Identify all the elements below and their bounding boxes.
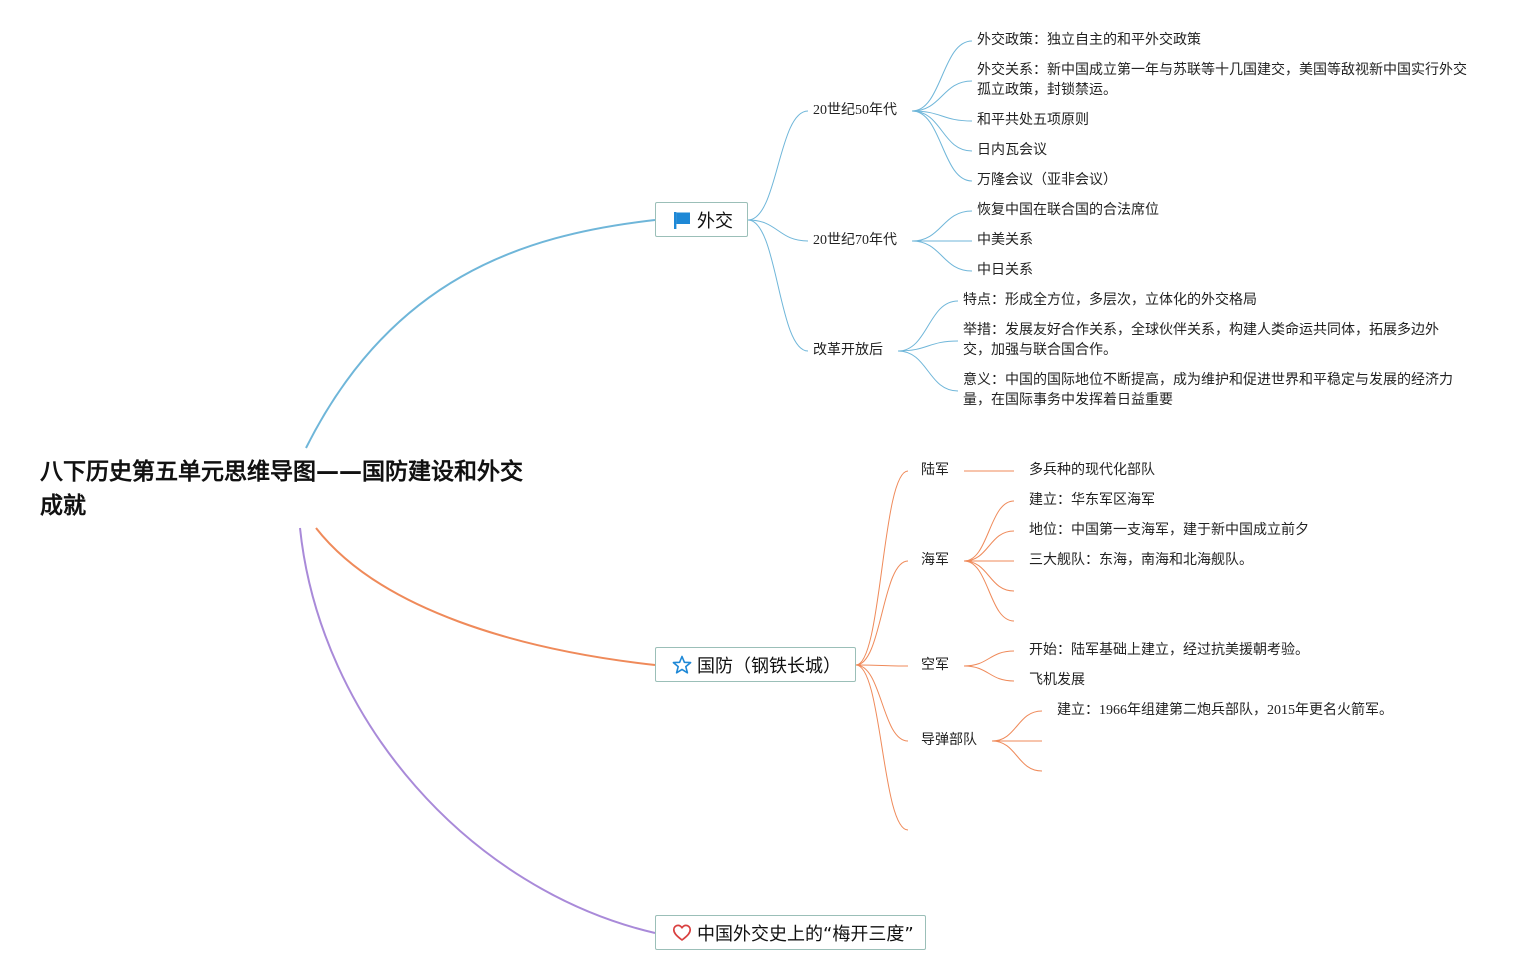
leaf-reform-feature[interactable]: 特点：形成全方位，多层次，立体化的外交格局: [963, 293, 1257, 308]
edge-defense-topic-0: [855, 470, 909, 666]
blue-star-icon: [672, 655, 692, 675]
edge-defense-topic-2: [855, 664, 909, 667]
leaf-army-modern[interactable]: 多兵种的现代化部队: [1029, 463, 1155, 478]
leaf-1950s-geneva[interactable]: 日内瓦会议: [977, 143, 1047, 158]
topic-reform[interactable]: 改革开放后: [813, 343, 883, 358]
edge-1950s-leaf-0: [911, 40, 973, 112]
leaf-1950s-relations[interactable]: 外交关系：新中国成立第一年与苏联等十几国建交，美国等敌视新中国实行外交孤立政策，…: [977, 63, 1467, 98]
node-plum[interactable]: 中国外交史上的“梅开三度”: [655, 915, 926, 950]
leaf-1970s-us[interactable]: 中美关系: [977, 233, 1033, 248]
topic-1950s[interactable]: 20世纪50年代: [813, 103, 897, 118]
edge-root-diplomacy: [305, 219, 656, 449]
leaf-navy-founding[interactable]: 建立：华东军区海军: [1029, 493, 1155, 508]
edge-1950s-leaf-3: [911, 110, 973, 152]
leaf-missile-founding[interactable]: 建立：1966年组建第二炮兵部队，2015年更名火箭军。: [1057, 703, 1393, 718]
edge-1970s-leaf-0: [911, 210, 973, 242]
leaf-1950s-policy[interactable]: 外交政策：独立自主的和平外交政策: [977, 33, 1201, 48]
leaf-1950s-bandung[interactable]: 万隆会议（亚非会议）: [977, 173, 1117, 188]
edge-reform-leaf-2: [897, 350, 959, 392]
topic-missile[interactable]: 导弹部队: [921, 733, 977, 748]
edge-1950s-leaf-2: [911, 110, 973, 122]
topic-navy[interactable]: 海军: [921, 553, 949, 568]
leaf-1950s-five-principles[interactable]: 和平共处五项原则: [977, 113, 1089, 128]
edge-defense-topic-1: [855, 560, 909, 666]
topic-army[interactable]: 陆军: [921, 463, 949, 478]
blue-flag-icon: [672, 210, 692, 230]
leaf-1970s-un-seat[interactable]: 恢复中国在联合国的合法席位: [977, 203, 1159, 218]
leaf-airforce-aircraft[interactable]: 飞机发展: [1029, 673, 1085, 688]
leaf-navy-status[interactable]: 地位：中国第一支海军，建于新中国成立前夕: [1029, 523, 1309, 538]
edge-1970s-leaf-2: [911, 240, 973, 272]
edge-1950s-leaf-4: [911, 110, 973, 182]
edge-airforce-leaf-1: [963, 665, 1015, 682]
edge-navy-leaf-3: [963, 560, 1015, 592]
edge-missile-leaf-0: [991, 710, 1043, 742]
node-diplomacy[interactable]: 外交: [655, 202, 748, 237]
edge-reform-leaf-0: [897, 300, 959, 352]
leaf-navy-fleets[interactable]: 三大舰队：东海，南海和北海舰队。: [1029, 553, 1253, 568]
edge-root-defense: [315, 527, 656, 666]
edge-missile-leaf-2: [991, 740, 1043, 772]
leaf-airforce-start[interactable]: 开始：陆军基础上建立，经过抗美援朝考验。: [1029, 643, 1309, 658]
topic-airforce[interactable]: 空军: [921, 658, 949, 673]
node-defense[interactable]: 国防（钢铁长城）: [655, 647, 856, 682]
edge-airforce-leaf-0: [963, 650, 1015, 667]
edge-root-plum: [299, 527, 656, 934]
red-heart-icon: [672, 923, 692, 943]
edge-navy-leaf-4: [963, 560, 1015, 622]
root-title: 八下历史第五单元思维导图——国防建设和外交成就: [40, 459, 523, 519]
topic-1970s[interactable]: 20世纪70年代: [813, 233, 897, 248]
edge-diplomacy-reform: [747, 219, 809, 352]
edge-navy-leaf-1: [963, 530, 1015, 562]
edge-diplomacy-1970s: [747, 219, 809, 242]
node-diplomacy-label: 外交: [697, 210, 733, 232]
leaf-1970s-japan[interactable]: 中日关系: [977, 263, 1033, 278]
edge-diplomacy-1950s: [747, 110, 809, 221]
node-defense-label: 国防（钢铁长城）: [697, 655, 841, 677]
edge-defense-topic-4: [855, 664, 909, 831]
leaf-reform-measures[interactable]: 举措：发展友好合作关系，全球伙伴关系，构建人类命运共同体，拓展多边外交，加强与联…: [963, 323, 1439, 358]
edge-1950s-leaf-1: [911, 80, 973, 112]
edge-defense-topic-3: [855, 664, 909, 742]
edge-navy-leaf-0: [963, 500, 1015, 562]
edge-reform-leaf-1: [897, 340, 959, 352]
leaf-reform-significance[interactable]: 意义：中国的国际地位不断提高，成为维护和促进世界和平稳定与发展的经济力量，在国际…: [963, 373, 1453, 408]
node-plum-label: 中国外交史上的“梅开三度”: [697, 923, 914, 945]
